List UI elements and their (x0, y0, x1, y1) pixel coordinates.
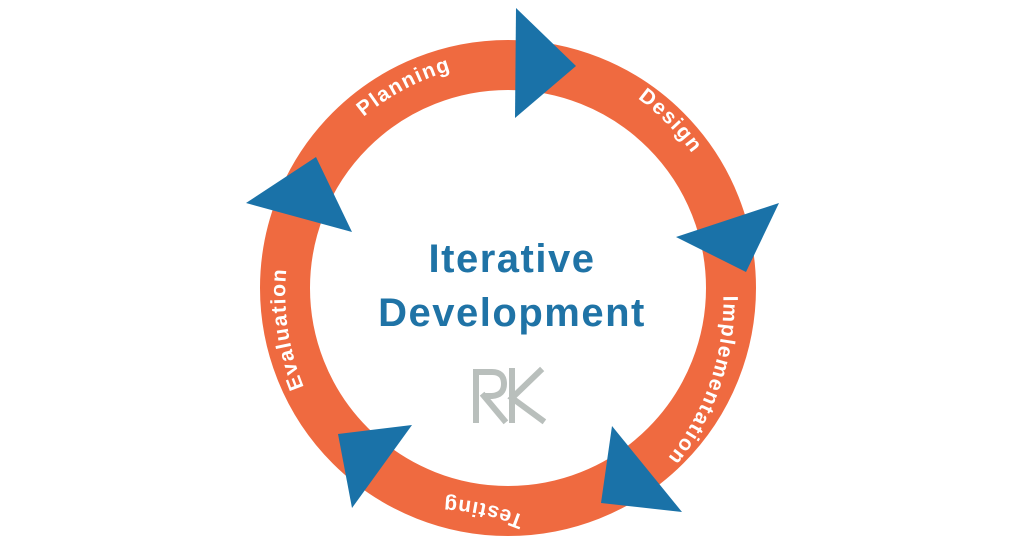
diagram-title-line-2: Development (378, 291, 646, 335)
arrow-planning-to-design-icon (515, 8, 576, 118)
arrow-evaluation-to-planning-icon (246, 157, 352, 232)
arrow-testing-to-evaluation-icon (338, 425, 412, 508)
arrow-design-to-implementation-icon (676, 203, 779, 272)
diagram-title-line-1: Iterative (429, 237, 596, 281)
arrow-implementation-to-testing-icon (601, 426, 682, 512)
rk-logo (473, 366, 547, 425)
cycle-ring (260, 40, 756, 536)
